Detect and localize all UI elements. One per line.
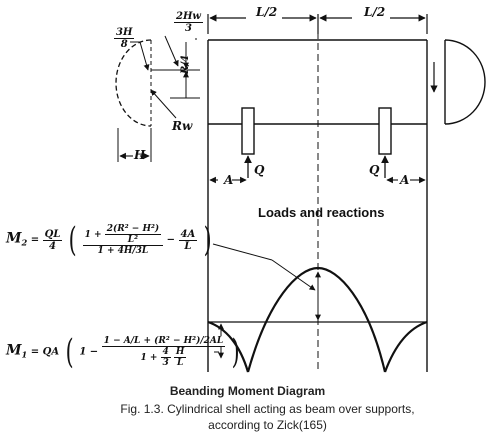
reaction-arrows [244, 155, 389, 178]
caption-line-1: Fig. 1.3. Cylindrical shell acting as be… [120, 402, 415, 416]
caption-line-2: according to Zick(165) [208, 418, 327, 432]
left-cross-section [115, 35, 200, 162]
equation-leaders [212, 243, 316, 353]
right-support [378, 107, 392, 155]
half-span-left-label: L/2 [256, 5, 278, 19]
q-right-label: Q [369, 163, 380, 177]
r-over-4-label: R/4 [180, 55, 191, 74]
q-left-label: Q [254, 163, 265, 177]
loads-reactions-label: Loads and reactions [258, 205, 385, 220]
bending-moment-diagram [207, 266, 428, 373]
diagram-title: Beanding Moment Diagram [169, 384, 326, 398]
shell-body [207, 32, 428, 372]
m1-equation: M1 = QA ( 1 − 1 − A/L + (R² − H²)/2AL 1 … [6, 332, 240, 372]
h-dimension-label: H [134, 148, 146, 162]
a-left-label: A [224, 173, 234, 187]
half-span-right-label: L/2 [364, 5, 386, 19]
right-cross-section [430, 39, 486, 125]
rw-label: Rw [172, 119, 193, 133]
a-right-label: A [400, 173, 410, 187]
left-support [241, 107, 255, 155]
span-dimension [207, 14, 428, 34]
